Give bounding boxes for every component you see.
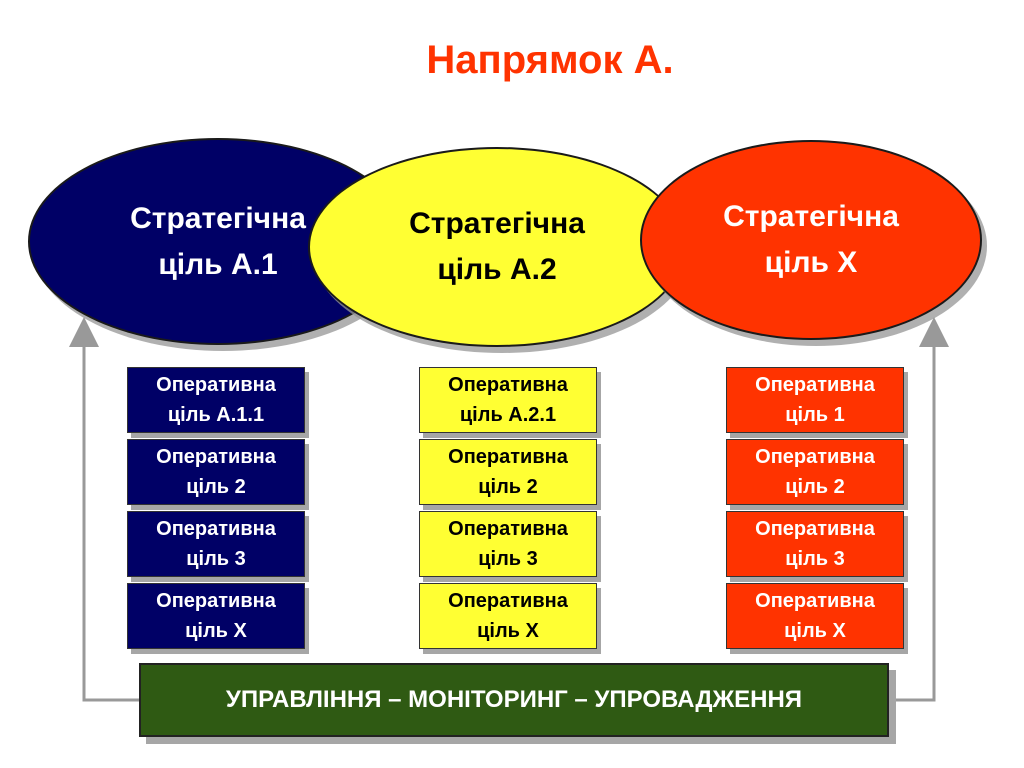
operational-goal-a1-1: Оперативна ціль А.1.1 (127, 367, 305, 433)
management-monitoring-implementation-bar: УПРАВЛІННЯ – МОНІТОРИНГ – УПРОВАДЖЕННЯ (139, 663, 889, 737)
strategic-goal-a1: Стратегічна ціль А.1 (28, 138, 408, 345)
right-feedback-arrow (889, 317, 949, 702)
operational-goal-a2-2: Оперативна ціль 2 (419, 439, 597, 505)
operational-goal-x-x: Оперативна ціль Х (726, 583, 904, 649)
operational-goal-x-2: Оперативна ціль 2 (726, 439, 904, 505)
page-title: Напрямок А. (426, 38, 674, 82)
operational-goal-a2-1: Оперативна ціль А.2.1 (419, 367, 597, 433)
strategic-goal-x: Стратегічна ціль Х (640, 140, 982, 340)
strategic-goal-a2: Стратегічна ціль А.2 (308, 147, 686, 347)
process-bar-label: УПРАВЛІННЯ – МОНІТОРИНГ – УПРОВАДЖЕННЯ (225, 686, 803, 713)
operational-goal-x-1: Оперативна ціль 1 (726, 367, 904, 433)
operational-goal-a1-x: Оперативна ціль Х (127, 583, 305, 649)
strategic-goal-a1-label: Стратегічна ціль А.1 (130, 201, 306, 281)
operational-goal-x-3: Оперативна ціль 3 (726, 511, 904, 577)
operational-goal-a1-3: Оперативна ціль 3 (127, 511, 305, 577)
operational-goal-a2-x: Оперативна ціль Х (419, 583, 597, 649)
operational-goal-a2-3: Оперативна ціль 3 (419, 511, 597, 577)
strategic-goal-a2-label: Стратегічна ціль А.2 (409, 207, 585, 286)
left-feedback-arrow (69, 317, 139, 702)
operational-goal-a1-2: Оперативна ціль 2 (127, 439, 305, 505)
strategic-goal-x-label: Стратегічна ціль Х (723, 200, 899, 279)
